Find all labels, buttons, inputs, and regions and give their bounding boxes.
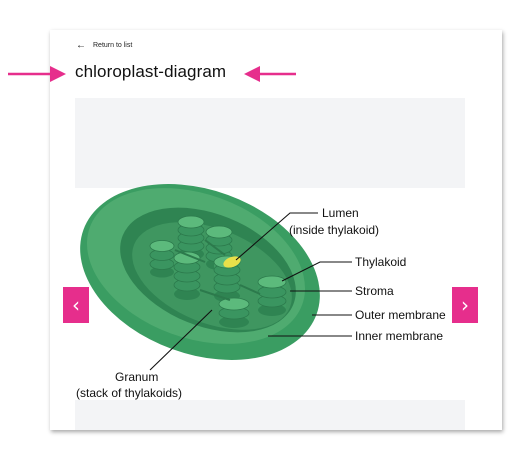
granum-sublabel: (stack of thylakoids) [76, 386, 182, 400]
granum-stack [257, 275, 287, 316]
arrow-left-icon: ← [76, 40, 86, 51]
granum-stack [173, 251, 201, 300]
return-to-list-link[interactable]: ← Return to list [76, 40, 133, 51]
outer-membrane-label: Outer membrane [355, 308, 446, 322]
leader-lines [149, 212, 352, 371]
lumen-sublabel: (inside thylakoid) [289, 223, 379, 237]
thylakoid-label: Thylakoid [355, 255, 406, 269]
granum-stack [218, 297, 250, 328]
image-placeholder-bottom [75, 400, 465, 430]
carousel-next-button[interactable]: › [452, 287, 478, 323]
image-placeholder-top [75, 98, 465, 188]
granum-label: Granum [115, 370, 158, 384]
lumen-label: Lumen [322, 206, 359, 220]
stroma-lamellae [174, 239, 261, 301]
page-title: chloroplast-diagram [75, 62, 227, 81]
carousel-prev-button[interactable]: ‹ [63, 287, 89, 323]
diagram-labels: Lumen (inside thylakoid) Thylakoid Strom… [76, 206, 446, 400]
inner-membrane-label: Inner membrane [355, 329, 443, 343]
chevron-left-icon: ‹ [72, 293, 80, 317]
stroma-label: Stroma [355, 284, 394, 298]
chevron-right-icon: › [461, 293, 469, 317]
return-to-list-label: Return to list [93, 42, 133, 49]
granum-stack [177, 215, 205, 260]
granum-stack [149, 240, 175, 278]
